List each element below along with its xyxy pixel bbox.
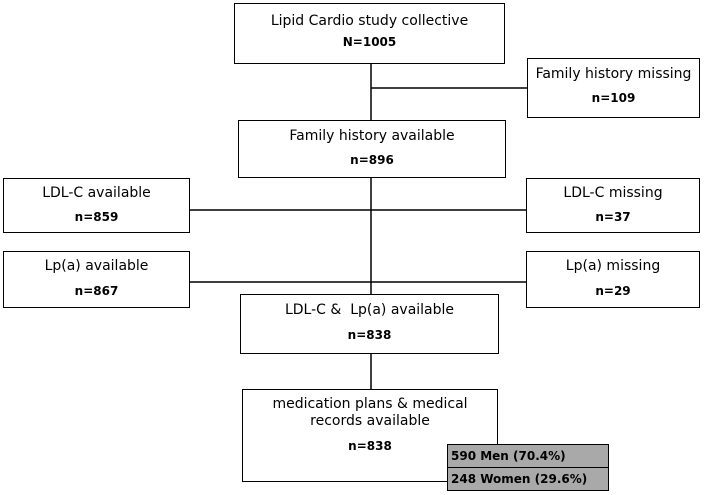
box-count: N=1005	[342, 35, 397, 49]
ldl-c-missing-box: LDL-C missing n=37	[526, 178, 700, 233]
women-count: 248 Women (29.6%)	[448, 467, 608, 489]
box-label: Lp(a) missing	[565, 258, 661, 274]
box-count: n=109	[591, 91, 636, 105]
medication-records-box: medication plans & medical records avail…	[242, 389, 498, 482]
box-count: n=896	[350, 153, 394, 167]
box-count: n=859	[74, 210, 119, 224]
box-count: n=838	[347, 328, 392, 342]
box-count: n=838	[348, 439, 392, 453]
box-label: LDL-C missing	[563, 185, 663, 201]
study-collective-box: Lipid Cardio study collective N=1005	[234, 3, 505, 64]
lpa-missing-box: Lp(a) missing n=29	[526, 251, 700, 308]
ldl-c-available-box: LDL-C available n=859	[3, 178, 190, 233]
box-label: medication plans & medical records avail…	[272, 396, 468, 429]
family-history-missing-box: Family history missing n=109	[527, 58, 700, 118]
box-count: n=867	[74, 284, 119, 298]
lpa-available-box: Lp(a) available n=867	[3, 251, 190, 308]
box-label: Family history missing	[535, 66, 692, 82]
box-label: Lipid Cardio study collective	[270, 13, 469, 29]
box-count: n=37	[595, 210, 631, 224]
box-label: Lp(a) available	[44, 258, 149, 274]
box-label: LDL-C & Lp(a) available	[284, 302, 455, 318]
family-history-available-box: Family history available n=896	[238, 120, 506, 178]
box-label: Family history available	[289, 128, 455, 144]
men-count: 590 Men (70.4%)	[451, 449, 566, 463]
sex-split-box: 590 Men (70.4%) 248 Women (29.6%)	[447, 444, 609, 491]
ldl-c-lpa-available-box: LDL-C & Lp(a) available n=838	[240, 294, 499, 354]
box-label: LDL-C available	[42, 185, 151, 201]
box-count: n=29	[595, 284, 631, 298]
